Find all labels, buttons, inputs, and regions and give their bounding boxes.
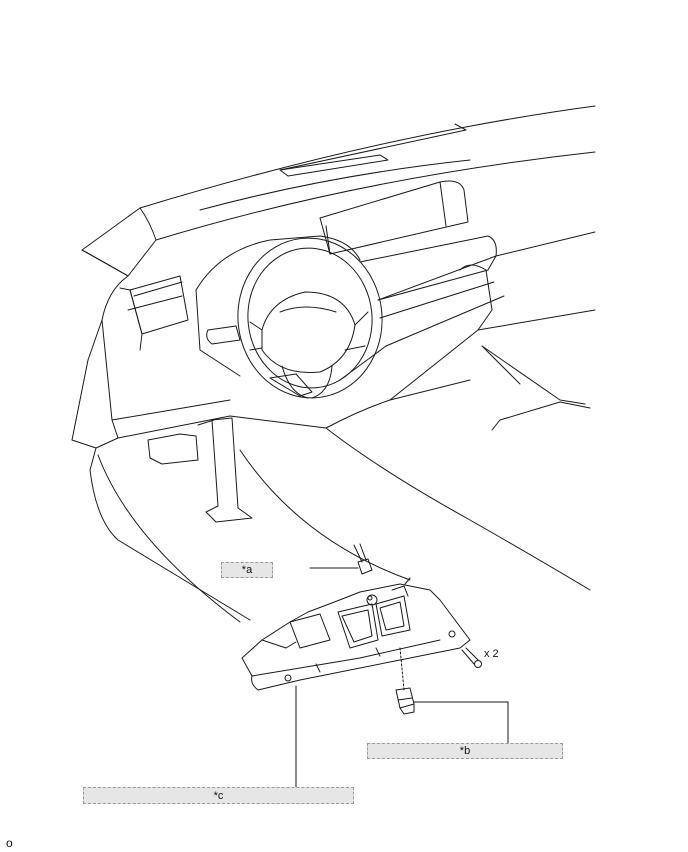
right-dash [477, 231, 596, 431]
under-cover [241, 577, 471, 691]
callout-c-label: *c [83, 787, 354, 804]
left-air-vent [119, 275, 189, 351]
figure-code: o [6, 836, 13, 850]
cluster-hood [195, 235, 361, 377]
leader-lines [295, 647, 509, 788]
center-console [325, 329, 591, 591]
knee-panel [117, 415, 411, 581]
steering-wheel [237, 237, 383, 399]
turn-signal-stalk [206, 325, 241, 345]
center-display [319, 180, 469, 255]
dashboard-outline [81, 105, 596, 277]
screw-quantity: x 2 [484, 648, 499, 660]
callout-b-label: *b [367, 743, 563, 759]
callout-a-label: *a [221, 562, 273, 578]
clip-b [395, 687, 415, 715]
screw [461, 647, 482, 668]
fastener-a [309, 543, 373, 575]
left-side-panel [71, 275, 251, 623]
